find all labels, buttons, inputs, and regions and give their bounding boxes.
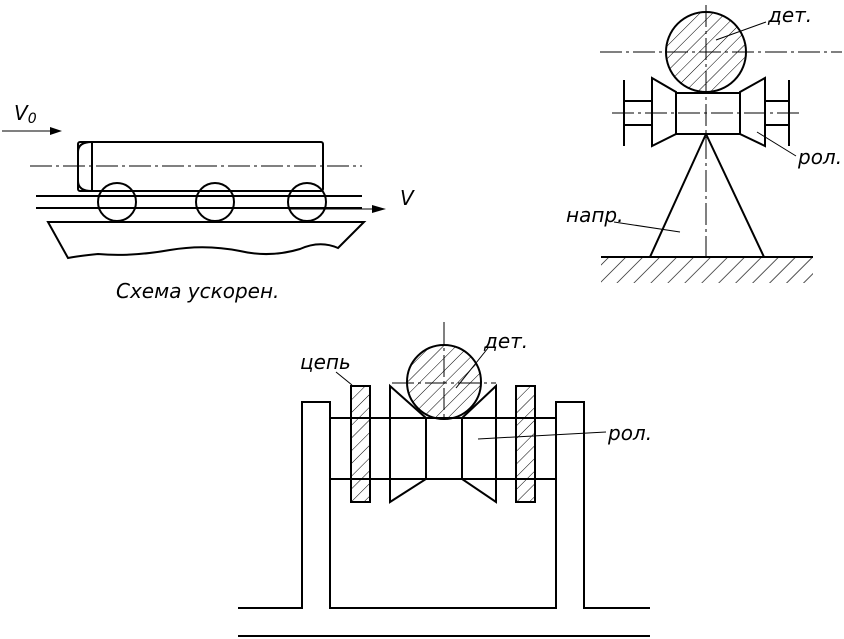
guide-leader <box>613 221 681 233</box>
side-part-label: дет. <box>767 3 812 27</box>
scheme-caption: Схема ускорен. <box>116 279 279 303</box>
side-roller <box>623 76 790 148</box>
front-view: цепь дет. рол. <box>238 322 652 637</box>
front-part-label: дет. <box>483 329 528 353</box>
base-bed <box>46 221 367 260</box>
front-roller-leader <box>477 431 607 440</box>
acceleration-scheme: V0 V Схема ускорен. <box>2 101 415 303</box>
side-guide-label: напр. <box>566 203 623 227</box>
chain-plate-left <box>350 385 371 503</box>
front-part-section <box>406 344 482 420</box>
chain-plate-right <box>515 385 536 503</box>
front-roller <box>389 383 497 504</box>
front-frame <box>238 401 650 637</box>
part-section <box>665 11 747 93</box>
side-view: дет. рол. напр. <box>566 3 842 283</box>
v0-arrow <box>2 127 62 135</box>
roller <box>287 182 327 222</box>
v-label: V <box>400 186 415 210</box>
roller <box>97 182 137 222</box>
front-chain-label: цепь <box>300 350 351 374</box>
v-arrow <box>290 205 386 213</box>
v0-label: V0 <box>14 101 37 127</box>
guide-support <box>648 131 766 258</box>
side-roller-label: рол. <box>797 145 842 169</box>
ground <box>601 256 813 283</box>
front-part-leader <box>455 347 489 389</box>
part-leader <box>715 21 767 41</box>
roller-leader <box>756 131 797 157</box>
front-roller-label: рол. <box>607 421 652 445</box>
roller <box>195 182 235 222</box>
chain-leader <box>335 371 353 386</box>
